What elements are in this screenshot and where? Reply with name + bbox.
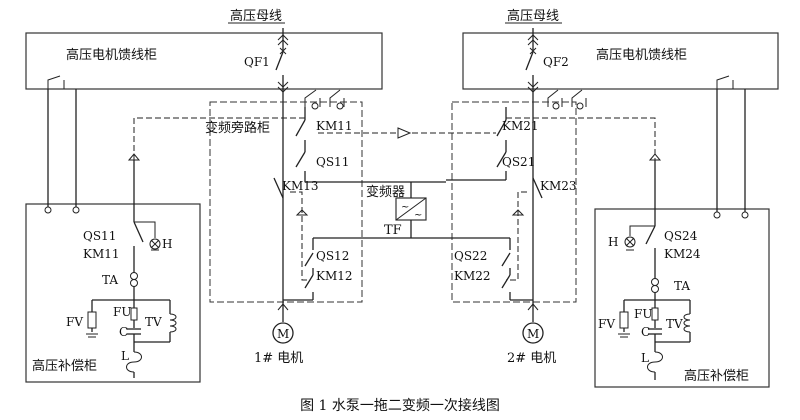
motor-1-label: 1# 电机	[254, 351, 303, 366]
motor-2	[522, 300, 544, 344]
breaker-qf2-symbol	[525, 28, 539, 300]
right-comp-capacitor-label: C	[641, 325, 650, 339]
feeder-cabinet-right-label: 高压电机馈线柜	[596, 47, 687, 63]
left-comp-switch-label: QS11	[83, 229, 116, 243]
vfd-label: 变频器	[366, 184, 405, 200]
contactor-km12-symbol	[283, 238, 314, 301]
bypass-cabinet-label: 变频旁路柜	[205, 120, 270, 136]
interlock-arrow-right	[511, 209, 525, 216]
interlock-arrow	[397, 127, 412, 139]
terminal-left-1	[44, 206, 52, 214]
interlock-km23-km22	[506, 191, 527, 281]
aux-contacts-left	[47, 75, 345, 110]
contactor-km11-label: KM11	[316, 119, 353, 133]
comp-cabinet-left-title: 高压补偿柜	[32, 358, 97, 374]
vfd-ac-in: ~	[401, 202, 409, 213]
contactor-km13-symbol	[273, 177, 284, 199]
supply-line-right	[506, 117, 656, 160]
right-comp-lamp-label: H	[608, 235, 618, 249]
bypass-cabinet-left	[209, 101, 363, 303]
vfd-ac-out: ~	[414, 210, 422, 221]
right-comp-reactor-label: L	[641, 351, 649, 365]
interlock-arrow-left	[295, 209, 309, 216]
left-comp-ct-label: TA	[102, 273, 118, 287]
right-comp-contactor-label: KM24	[664, 247, 701, 261]
bypass-cabinet-right	[451, 101, 577, 303]
contactor-km22-label: KM22	[454, 269, 491, 283]
terminal-right-2	[741, 211, 749, 219]
comp-cabinet-left	[25, 203, 201, 383]
right-comp-fuse-label: FU	[634, 307, 652, 321]
breaker-qf1-label: QF1	[244, 55, 270, 69]
vfd-diagonal	[395, 197, 427, 221]
right-comp-arrester-label: FV	[598, 317, 615, 331]
motor-2-label: 2# 电机	[507, 351, 556, 366]
contactor-km23-symbol	[532, 177, 543, 199]
left-comp-contactor-label: KM11	[83, 247, 120, 261]
contactor-km21-symbol	[446, 107, 507, 181]
right-comp-switch-label: QS24	[664, 229, 698, 243]
bus-label-right: 高压母线	[507, 8, 559, 24]
disconnector-qs11-label: QS11	[316, 155, 349, 169]
left-comp-arrester-label: FV	[66, 315, 83, 329]
left-comp-pt-label: TV	[145, 315, 162, 329]
motor-2-symbol: M	[527, 327, 539, 341]
terminal-right-1	[713, 211, 721, 219]
terminal-left-2	[72, 206, 80, 214]
contactor-km22-symbol	[501, 238, 533, 301]
comp-cabinet-right	[594, 208, 770, 388]
motor-1-symbol: M	[277, 327, 289, 341]
right-comp-branch	[618, 218, 691, 380]
left-comp-capacitor-label: C	[119, 325, 128, 339]
feeder-cabinet-right	[462, 32, 779, 90]
contactor-km21-label: KM21	[502, 119, 539, 133]
left-comp-branch	[86, 212, 177, 378]
right-comp-ct-label: TA	[674, 279, 690, 293]
figure-caption: 图 1 水泵一拖二变频一次接线图	[300, 397, 500, 414]
disconnector-qs21-label: QS21	[502, 155, 535, 169]
left-comp-lamp-label: H	[162, 237, 172, 251]
contactor-km23-label: KM23	[540, 179, 577, 193]
aux-contacts-right	[547, 75, 734, 110]
disconnector-qs22-label: QS22	[454, 249, 487, 263]
interlock-km13-km12	[290, 191, 308, 281]
contactor-km12-label: KM12	[316, 269, 353, 283]
transformer-label: TF	[384, 223, 402, 238]
bus-label-left: 高压母线	[230, 8, 282, 24]
breaker-qf2-label: QF2	[543, 55, 569, 69]
feeder-cabinet-left-label: 高压电机馈线柜	[66, 47, 157, 63]
motor-1	[272, 300, 294, 344]
right-comp-pt-label: TV	[666, 317, 683, 331]
supply-line-left	[133, 117, 305, 160]
comp-cabinet-right-title: 高压补偿柜	[684, 368, 749, 384]
left-comp-fuse-label: FU	[113, 305, 131, 319]
disconnector-qs12-label: QS12	[316, 249, 349, 263]
contactor-km11-symbol	[295, 107, 446, 183]
breaker-qf1-symbol	[275, 28, 289, 300]
contactor-km13-label: KM13	[282, 179, 319, 193]
feeder-cabinet-left	[25, 32, 383, 90]
left-comp-reactor-label: L	[121, 349, 129, 363]
